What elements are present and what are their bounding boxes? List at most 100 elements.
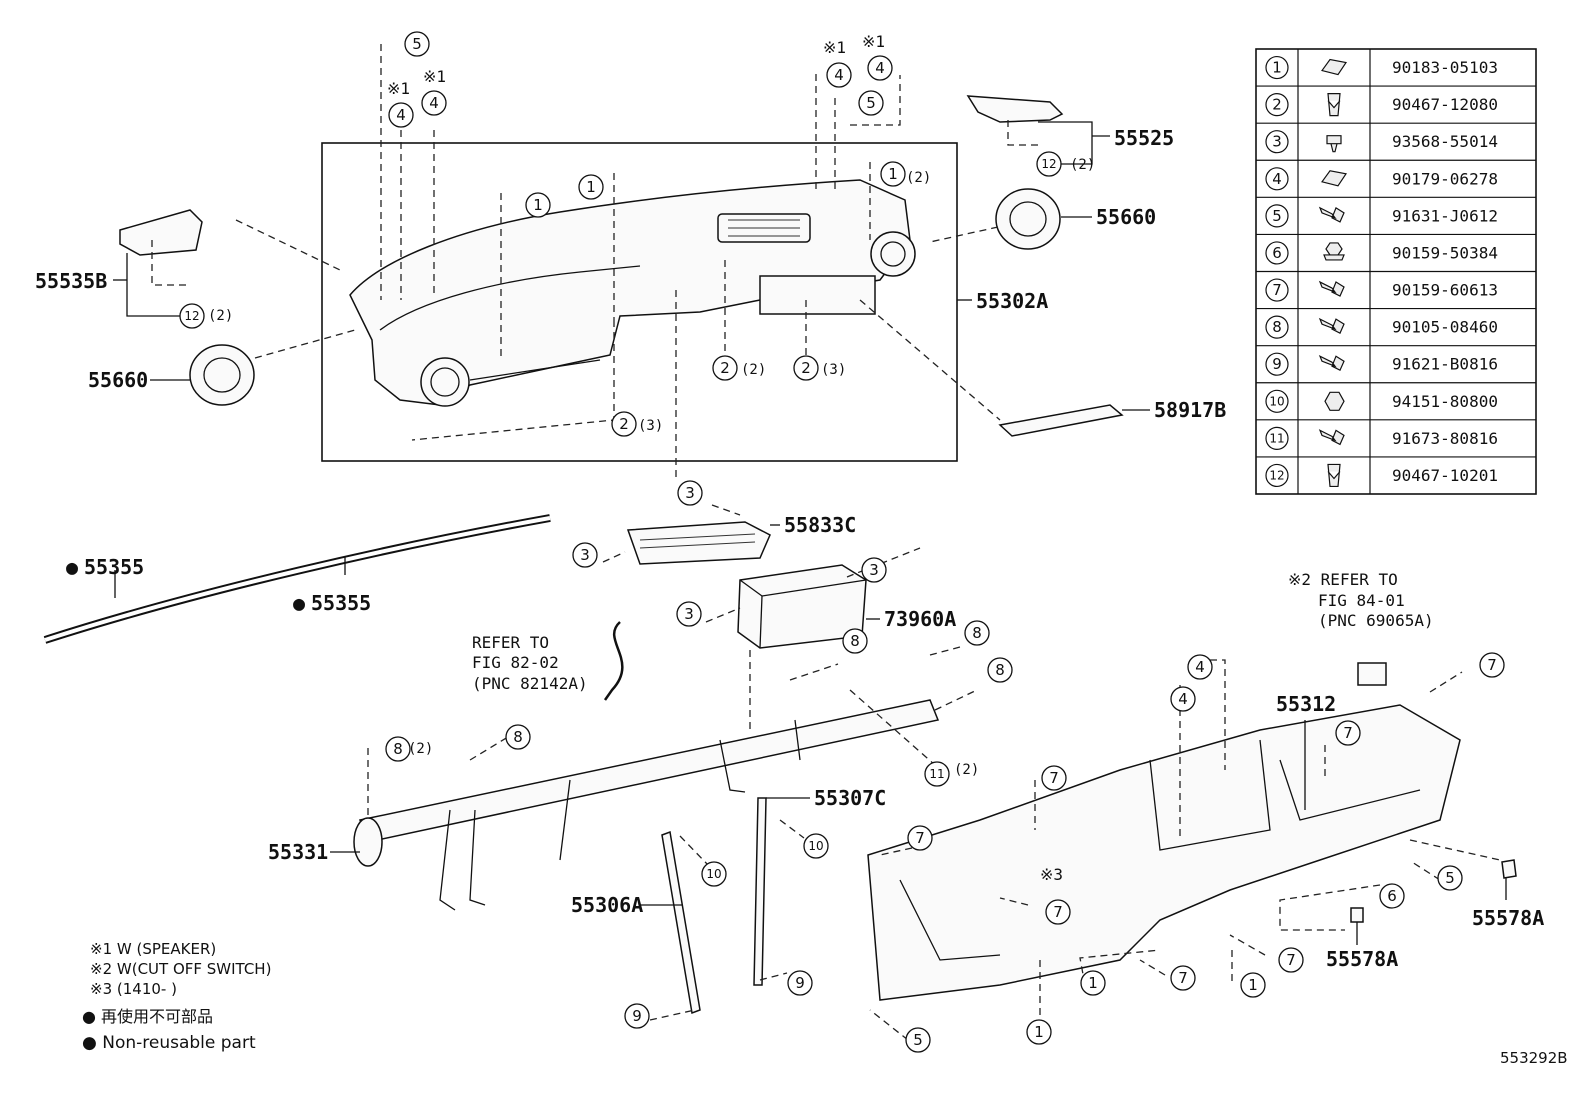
harness-shape [603, 621, 624, 701]
non-reusable-bullet: ● [293, 591, 305, 615]
svg-text:7: 7 [915, 829, 925, 847]
callout-1: 1 [1240, 972, 1266, 998]
part-label-55578a-right: 55578A [1472, 906, 1544, 930]
qty-label: (2) [954, 762, 979, 778]
callout-5: 5 [858, 90, 884, 116]
svg-text:7: 7 [1286, 951, 1296, 969]
fastener-number: 11 [1269, 431, 1284, 445]
svg-text:1: 1 [533, 196, 543, 214]
callout-circle [1265, 55, 1289, 80]
fastener-number: 8 [1272, 318, 1282, 336]
part-label-55306a: 55306A [571, 893, 643, 917]
svg-text:8: 8 [513, 728, 523, 746]
svg-text:11: 11 [929, 767, 944, 781]
part-label-55578a-mid: 55578A [1326, 947, 1398, 971]
part-label-55525: 55525 [1114, 126, 1174, 150]
callout-7: 7 [1335, 720, 1361, 746]
fastener-part-number: 93568-55014 [1392, 132, 1498, 151]
callout-4: 4 [826, 62, 852, 88]
svg-text:10: 10 [808, 839, 823, 853]
svg-text:1: 1 [1088, 974, 1098, 992]
callout-3: 3 [676, 601, 702, 627]
callout-1: 1 [1080, 970, 1106, 996]
svg-text:1: 1 [1034, 1023, 1044, 1041]
callout-3: 3 [677, 480, 703, 506]
mark-label: ※1 [423, 67, 446, 86]
svg-text:7: 7 [1178, 969, 1188, 987]
svg-text:5: 5 [913, 1031, 923, 1049]
qty-label: (2) [208, 308, 233, 324]
svg-text:8: 8 [972, 624, 982, 642]
qty-label: (3) [821, 362, 846, 378]
fastener-number: 5 [1272, 207, 1282, 225]
instrument-panel-shape [349, 179, 916, 407]
mark-label: ※1 [387, 79, 410, 98]
vent-55833c-shape [626, 521, 771, 565]
part-label-58917b: 58917B [1154, 398, 1226, 422]
fastener-part-number: 91621-B0816 [1392, 355, 1498, 374]
fastener-number: 4 [1272, 170, 1282, 188]
callout-1: 1 [578, 174, 604, 200]
callout-9: 9 [624, 1003, 650, 1029]
callout-7: 7 [1045, 899, 1071, 925]
callout-1: 1 [880, 161, 906, 187]
svg-text:6: 6 [1387, 887, 1397, 905]
u-nut-clip-icon [1320, 170, 1348, 187]
svg-text:8: 8 [850, 632, 860, 650]
svg-text:3: 3 [685, 484, 695, 502]
fastener-part-number: 94151-80800 [1392, 392, 1498, 411]
callout-4: 4 [1170, 686, 1196, 712]
svg-text:1: 1 [1248, 976, 1258, 994]
callout-7: 7 [1041, 765, 1067, 791]
callout-11: 11 [924, 761, 950, 787]
callout-8: 8 [987, 657, 1013, 683]
reference-line: ※2 REFER TO [1288, 570, 1398, 589]
brace-55307c-shape [753, 797, 767, 986]
fastener-number: 1 [1272, 59, 1282, 77]
legend-note: ● Non-reusable part [82, 1033, 256, 1053]
svg-text:12: 12 [1041, 157, 1056, 171]
reference-line: FIG 84-01 [1318, 591, 1405, 610]
flange-nut-icon [1323, 242, 1345, 261]
clip-icon [1327, 93, 1341, 117]
fastener-number: 9 [1272, 355, 1282, 373]
moulding-55355-shape [43, 514, 551, 644]
callout-5: 5 [1437, 865, 1463, 891]
svg-text:1: 1 [888, 165, 898, 183]
svg-text:4: 4 [1178, 690, 1188, 708]
svg-text:7: 7 [1487, 656, 1497, 674]
cover-55535b-shape [119, 209, 203, 256]
legend-note: ※2 W(CUT OFF SWITCH) [90, 960, 271, 978]
callout-8: 8 [505, 724, 531, 750]
u-nut-clip-icon [1320, 58, 1348, 76]
fastener-part-number: 90159-60613 [1392, 281, 1498, 300]
callout-circle [1265, 278, 1289, 302]
callout-8: 8 [964, 620, 990, 646]
part-label-55660-left: 55660 [88, 368, 148, 392]
part-label-55355-left: 55355 [84, 555, 144, 579]
callout-circle [1265, 426, 1289, 450]
callout-7: 7 [1170, 965, 1196, 991]
svg-text:12: 12 [184, 309, 199, 323]
callout-circle [1265, 463, 1289, 488]
callout-2: 2 [712, 355, 738, 381]
bolt-icon [1318, 206, 1345, 223]
svg-text:3: 3 [580, 546, 590, 564]
svg-text:4: 4 [1195, 658, 1205, 676]
leader-lines [113, 44, 1507, 1041]
part-label-73960a: 73960A [884, 607, 956, 631]
part-labels: 55525 55660 55535B 55302A 55660 58917B 5… [35, 126, 1544, 971]
upper-panel-frame [321, 142, 958, 462]
svg-text:3: 3 [684, 605, 694, 623]
qty-label: (2) [1070, 157, 1095, 173]
lower-panel-55312-shape [867, 704, 1461, 1001]
nut-icon [1324, 391, 1345, 411]
brace-55306a-shape [661, 830, 701, 1015]
part-label-55312: 55312 [1276, 692, 1336, 716]
callout-7: 7 [907, 825, 933, 851]
